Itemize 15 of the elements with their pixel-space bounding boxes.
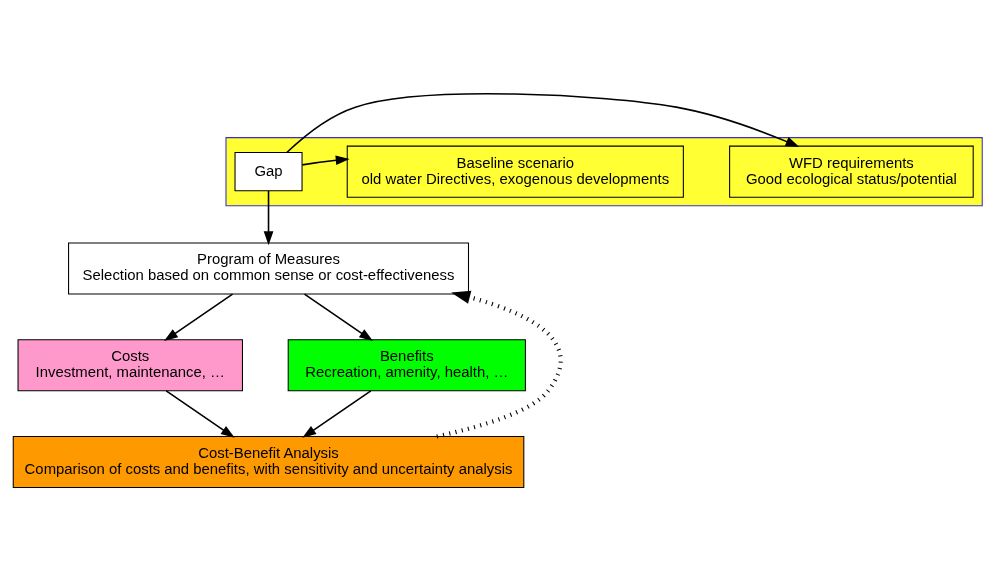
arrow bbox=[300, 154, 350, 166]
arrow bbox=[303, 292, 373, 341]
node-box: Cost-Benefit Analysis Comparison of costs and benefits, with sensitivity and uncertainty analysis bbox=[12, 435, 524, 488]
arrow bbox=[285, 92, 799, 153]
node-box: Gap bbox=[234, 151, 303, 191]
node-box: Program of Measures Selection based on common sense or cost-effectiveness bbox=[67, 241, 469, 294]
arrow bbox=[163, 292, 233, 341]
arrow bbox=[301, 389, 372, 438]
node-box: Baseline scenario old water Directives, exogenous developments bbox=[346, 145, 684, 198]
arrow bbox=[164, 389, 235, 438]
node-box: WFD requirements Good ecological status/potential bbox=[728, 145, 974, 198]
arrow bbox=[263, 189, 273, 245]
node-box: Costs Investment, maintenance, … bbox=[17, 338, 243, 391]
node-box: Benefits Recreation, amenity, health, … bbox=[287, 338, 526, 391]
arrow bbox=[435, 290, 563, 439]
